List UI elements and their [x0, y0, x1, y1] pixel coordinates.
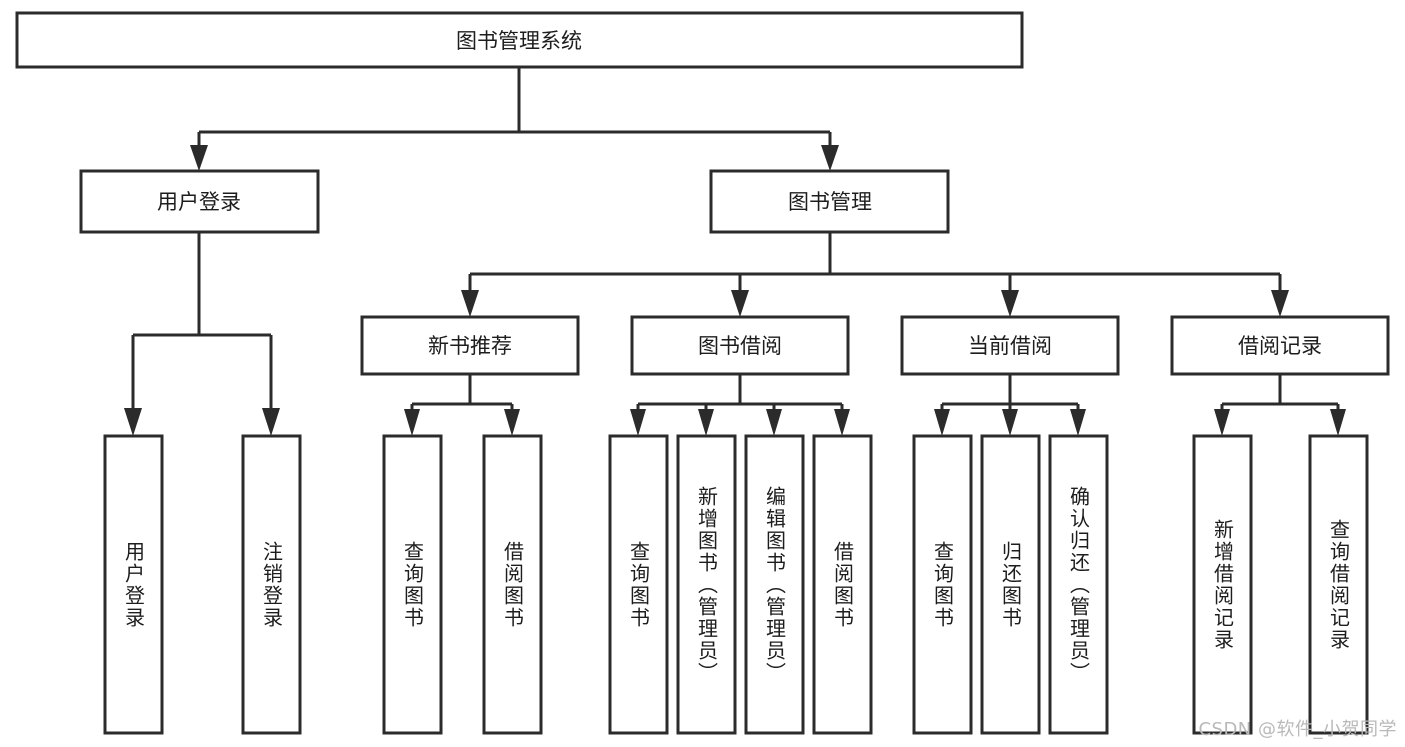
node-user-login-box[interactable]: [79, 169, 320, 234]
node-book-manage-box[interactable]: [709, 169, 950, 234]
csdn-watermark: CSDN @软件_小贺同学: [1198, 719, 1397, 740]
node-book-borrow-label: 图书借阅: [698, 334, 782, 358]
node-root-label: 图书管理系统: [456, 29, 582, 53]
arrow-head-leaf-edit-book: [766, 409, 782, 436]
node-borrow-record-label: 借阅记录: [1238, 334, 1322, 358]
node-leaf-query-borrow-record-box[interactable]: [1308, 434, 1369, 735]
node-leaf-add-borrow-record-box[interactable]: [1192, 434, 1253, 735]
arrow-head-leaf-borrow-book-2: [834, 409, 850, 436]
node-leaf-borrow-book-1-box[interactable]: [482, 434, 543, 735]
arrow-head-leaf-add-borrow-record: [1214, 409, 1230, 436]
node-leaf-return-book-box[interactable]: [980, 434, 1041, 735]
node-root-box[interactable]: [15, 11, 1024, 69]
arrow-head-leaf-query-book-1: [404, 409, 420, 436]
node-leaf-borrow-book-2-box[interactable]: [812, 434, 873, 735]
node-new-book-recommend-label: 新书推荐: [428, 334, 512, 358]
node-leaf-add-book-box[interactable]: [676, 434, 737, 735]
node-leaf-user-login-box[interactable]: [103, 434, 164, 735]
arrow-head-borrow: [731, 290, 749, 317]
node-new-book-recommend-box[interactable]: [360, 315, 580, 376]
arrow-head-leaf-query-borrow-record: [1330, 409, 1346, 436]
node-leaf-edit-book-box[interactable]: [744, 434, 805, 735]
node-current-borrow-box[interactable]: [900, 315, 1120, 376]
node-layer: 图书管理系统 用户登录 图书管理 新书推荐 图书借阅 当前借阅 借阅记录: [15, 11, 1390, 735]
node-current-borrow-label: 当前借阅: [968, 334, 1052, 358]
arrow-head-leaf-return-book: [1002, 409, 1018, 436]
arrow-head-leaf-confirm-return: [1070, 409, 1086, 436]
arrow-head-leaf-logout-login: [262, 408, 280, 436]
arrow-head-recommend: [461, 290, 479, 317]
arrow-head-leaf-borrow-book-1: [504, 409, 520, 436]
node-book-manage-label: 图书管理: [788, 190, 872, 214]
node-leaf-logout-login-box[interactable]: [241, 434, 302, 735]
node-leaf-query-book-2-box[interactable]: [608, 434, 669, 735]
arrow-head-current: [1001, 290, 1019, 317]
arrow-head-user-login: [190, 145, 208, 171]
node-user-login-label: 用户登录: [157, 190, 241, 214]
node-book-borrow-box[interactable]: [630, 315, 850, 376]
arrow-head-leaf-query-book-3: [934, 409, 950, 436]
arrow-head-leaf-user-login: [124, 408, 142, 436]
node-leaf-confirm-return-box[interactable]: [1048, 434, 1109, 735]
connector-layer: [124, 67, 1346, 436]
node-leaf-query-book-3-box[interactable]: [912, 434, 973, 735]
arrow-head-leaf-query-book-2: [630, 409, 646, 436]
arrow-head-leaf-add-book: [698, 409, 714, 436]
node-leaf-query-book-1-box[interactable]: [382, 434, 443, 735]
arrow-head-record: [1271, 290, 1289, 317]
arrow-head-book-manage: [821, 145, 839, 171]
node-borrow-record-box[interactable]: [1170, 315, 1390, 376]
